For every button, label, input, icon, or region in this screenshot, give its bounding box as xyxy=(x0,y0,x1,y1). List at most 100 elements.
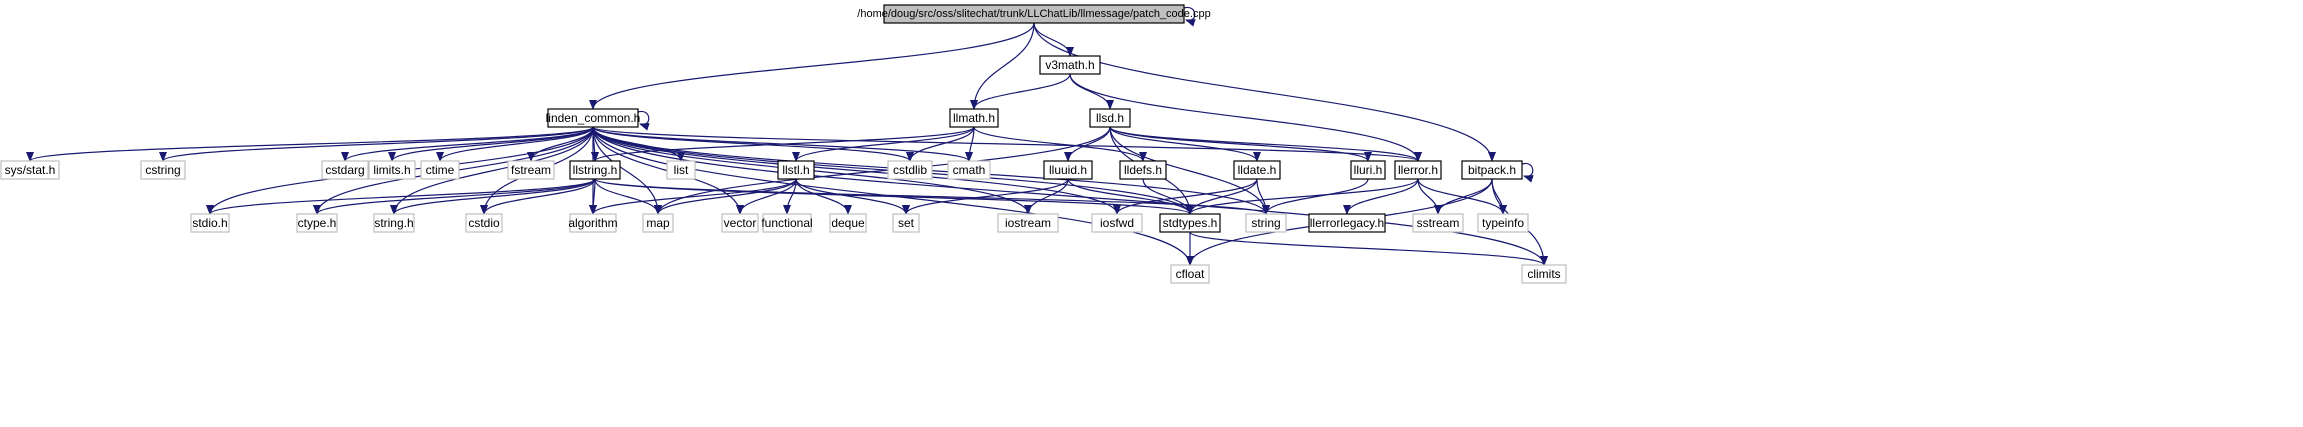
node-label: llmath.h xyxy=(953,111,995,125)
node-box xyxy=(507,160,555,180)
node-sstream[interactable]: sstream xyxy=(1412,213,1464,233)
edge-linden_common-to-climits xyxy=(592,126,1548,266)
node-string[interactable]: string xyxy=(1245,213,1287,233)
edge-linden_common-to-ctime xyxy=(436,126,594,162)
node-label: /home/doug/src/oss/slitechat/trunk/LLCha… xyxy=(857,8,1210,20)
node-map[interactable]: map xyxy=(642,213,674,233)
edge-llmath-to-llstl xyxy=(792,126,975,162)
node-llmath[interactable]: llmath.h xyxy=(949,108,999,128)
edge-linden_common-to-iosfwd xyxy=(592,126,1121,215)
edge-linden_common-to-linden_common xyxy=(637,110,650,131)
node-sysstat[interactable]: sys/stat.h xyxy=(0,160,60,180)
node-climits[interactable]: climits xyxy=(1521,264,1567,284)
node-ctime[interactable]: ctime xyxy=(420,160,460,180)
node-box xyxy=(1119,160,1167,180)
node-llstring[interactable]: llstring.h xyxy=(569,160,621,180)
node-box xyxy=(1350,160,1386,180)
edge-llsd-to-string xyxy=(1109,126,1270,215)
node-box xyxy=(887,160,933,180)
node-llerrorlegacy[interactable]: llerrorlegacy.h xyxy=(1308,213,1386,233)
node-lluri[interactable]: lluri.h xyxy=(1350,160,1386,180)
node-label: lldate.h xyxy=(1238,163,1277,177)
node-box xyxy=(0,160,60,180)
node-box xyxy=(947,160,991,180)
node-lldefs[interactable]: lldefs.h xyxy=(1119,160,1167,180)
edge-root-to-llmath xyxy=(970,22,1035,110)
node-llsd[interactable]: llsd.h xyxy=(1089,108,1131,128)
node-linden-common[interactable]: linden_common.h xyxy=(546,108,641,128)
node-llstl[interactable]: llstl.h xyxy=(777,160,815,180)
node-label: llstl.h xyxy=(782,163,809,177)
edge-llstring-to-ctype xyxy=(313,178,596,215)
node-set[interactable]: set xyxy=(892,213,920,233)
node-ctype[interactable]: ctype.h xyxy=(296,213,338,233)
node-label: stdtypes.h xyxy=(1163,216,1218,230)
node-label: stdio.h xyxy=(192,216,227,230)
node-label: iosfwd xyxy=(1100,216,1134,230)
node-label: linden_common.h xyxy=(546,111,641,125)
node-cstdlib[interactable]: cstdlib xyxy=(887,160,933,180)
edge-llsd-to-llerror xyxy=(1109,126,1422,162)
edge-llsd-to-lldate xyxy=(1109,126,1261,162)
node-label: sys/stat.h xyxy=(5,163,56,177)
edge-llerror-to-stdtypes xyxy=(1186,178,1419,215)
node-bitpack[interactable]: bitpack.h xyxy=(1461,160,1523,180)
node-label: functional xyxy=(761,216,812,230)
edge-root-to-bitpack xyxy=(1033,22,1496,162)
node-lldate[interactable]: lldate.h xyxy=(1233,160,1281,180)
nodes-layer: /home/doug/src/oss/slitechat/trunk/LLCha… xyxy=(0,4,1567,284)
node-box xyxy=(373,213,415,233)
node-label: string.h xyxy=(374,216,413,230)
node-root[interactable]: /home/doug/src/oss/slitechat/trunk/LLCha… xyxy=(857,4,1211,24)
node-box xyxy=(465,213,503,233)
node-algorithm[interactable]: algorithm xyxy=(568,213,618,233)
node-v3math[interactable]: v3math.h xyxy=(1039,55,1101,75)
node-vector[interactable]: vector xyxy=(721,213,759,233)
edge-linden_common-to-sysstat xyxy=(26,126,594,162)
node-typeinfo[interactable]: typeinfo xyxy=(1477,213,1529,233)
node-cstring[interactable]: cstring xyxy=(140,160,186,180)
node-label: sstream xyxy=(1417,216,1460,230)
node-label: ctype.h xyxy=(298,216,337,230)
edge-v3math-to-llerror xyxy=(1069,73,1422,162)
edge-llmath-to-cstdlib xyxy=(906,126,975,162)
node-deque[interactable]: deque xyxy=(829,213,867,233)
node-cstdarg[interactable]: cstdarg xyxy=(321,160,369,180)
node-box xyxy=(1521,264,1567,284)
edge-llsd-to-map xyxy=(654,126,1111,215)
node-lluuid[interactable]: lluuid.h xyxy=(1043,160,1093,180)
edge-root-to-linden_common xyxy=(589,22,1035,110)
node-box xyxy=(1461,160,1523,180)
edge-bitpack-to-sstream xyxy=(1434,178,1493,215)
node-llerror[interactable]: llerror.h xyxy=(1394,160,1442,180)
node-limits[interactable]: limits.h xyxy=(368,160,416,180)
node-label: string xyxy=(1251,216,1280,230)
node-box xyxy=(368,160,416,180)
node-box xyxy=(547,108,639,128)
node-box xyxy=(296,213,338,233)
edge-llerror-to-llerrorlegacy xyxy=(1343,178,1419,215)
node-cstdio[interactable]: cstdio xyxy=(465,213,503,233)
node-label: set xyxy=(898,216,915,230)
edge-linden_common-to-cstdlib xyxy=(592,126,914,162)
node-iosfwd[interactable]: iosfwd xyxy=(1091,213,1143,233)
node-box xyxy=(997,213,1059,233)
node-label: v3math.h xyxy=(1045,58,1094,72)
edge-llmath-to-llstring xyxy=(591,126,975,162)
node-stdio[interactable]: stdio.h xyxy=(190,213,230,233)
node-cmath[interactable]: cmath xyxy=(947,160,991,180)
node-box xyxy=(1039,55,1101,75)
node-box xyxy=(1089,108,1131,128)
node-box xyxy=(569,213,617,233)
node-stringh[interactable]: string.h xyxy=(373,213,415,233)
node-functional[interactable]: functional xyxy=(761,213,813,233)
node-iostream[interactable]: iostream xyxy=(997,213,1059,233)
node-list[interactable]: list xyxy=(666,160,696,180)
node-fstream[interactable]: fstream xyxy=(507,160,555,180)
node-stdtypes[interactable]: stdtypes.h xyxy=(1159,213,1221,233)
node-box xyxy=(321,160,369,180)
node-cfloat[interactable]: cfloat xyxy=(1170,264,1210,284)
edge-bitpack-to-bitpack xyxy=(1521,162,1534,183)
edge-lldate-to-stdtypes xyxy=(1186,178,1258,215)
edge-llstring-to-string xyxy=(594,178,1270,215)
